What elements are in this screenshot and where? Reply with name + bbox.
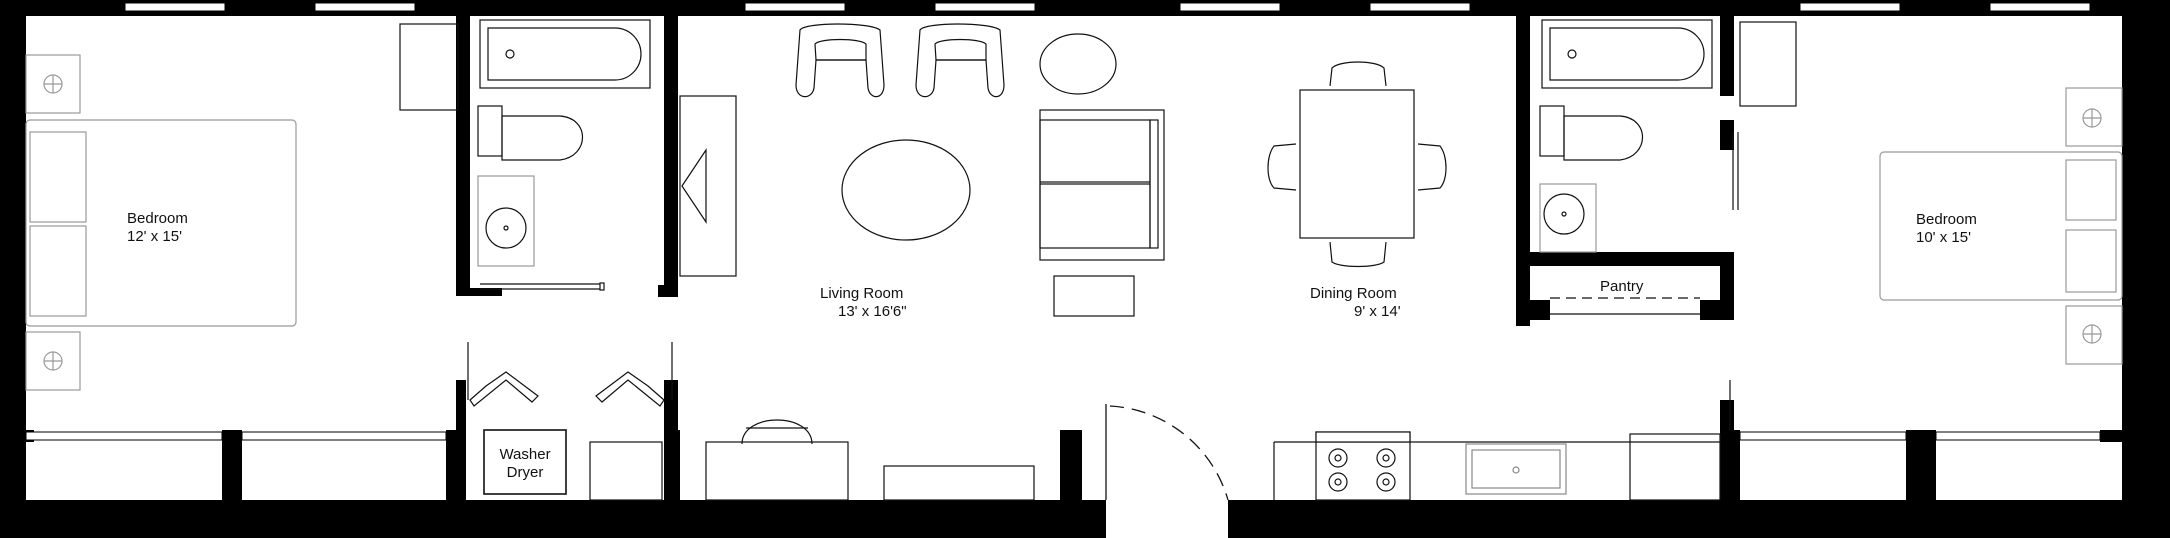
wall-bottom-left	[0, 500, 1106, 538]
ottoman	[1053, 275, 1135, 317]
side-table	[1039, 33, 1117, 95]
living-room-label: Living Room 13' x 16'6"	[820, 285, 960, 321]
dresser-right	[1739, 21, 1797, 107]
room-size: 13' x 16'6"	[838, 303, 907, 320]
bedroom-right-label: Bedroom 10' x 15'	[1916, 211, 1977, 247]
dining-room-label: Dining Room 9' x 14'	[1310, 285, 1401, 321]
desk	[705, 441, 849, 501]
bathtub-left	[479, 19, 651, 89]
wall-left	[0, 0, 26, 538]
left-bedroom-furniture	[25, 54, 297, 391]
room-name: Dining Room	[1310, 285, 1397, 302]
room-size: 12' x 15'	[127, 228, 182, 245]
bench	[883, 465, 1035, 501]
bedroom-left-label: Bedroom 12' x 15'	[127, 210, 188, 246]
wall-top	[0, 0, 2170, 16]
armchair-1	[795, 23, 885, 98]
nightstand-bottom	[25, 331, 81, 391]
room-name: Bedroom	[127, 210, 188, 227]
washer-dryer-box	[483, 429, 567, 495]
kitchen	[1273, 380, 1731, 501]
dresser-left	[399, 23, 459, 111]
appliance-line-2: Dryer	[506, 464, 544, 481]
sofa	[1039, 109, 1165, 261]
windows	[25, 2, 2101, 441]
right-bedroom-furniture	[1879, 87, 2123, 365]
armchair-2	[915, 23, 1005, 98]
appliance-line-1: Washer	[499, 446, 551, 463]
bathtub-right	[1541, 19, 1713, 89]
living-room-furniture	[795, 23, 1165, 317]
sink	[1465, 443, 1567, 495]
fridge	[1629, 433, 1721, 501]
room-size: 10' x 15'	[1916, 229, 1971, 246]
bed-right	[1879, 151, 2123, 301]
room-size: 9' x 14'	[1354, 303, 1401, 320]
right-bath-furniture	[1539, 19, 1797, 315]
pantry-label: Pantry	[1600, 278, 1643, 296]
wall-right	[2122, 0, 2170, 538]
room-name: Living Room	[820, 285, 904, 302]
wall-bottom-right	[1228, 500, 2170, 538]
tv-console	[679, 95, 737, 277]
washer-dryer-label: Washer Dryer	[484, 446, 566, 482]
nightstand-top	[25, 54, 81, 114]
coffee-table	[841, 139, 971, 241]
room-name: Bedroom	[1916, 211, 1977, 228]
dining-furniture	[1267, 61, 1447, 268]
laundry	[467, 342, 673, 501]
bed-left	[25, 119, 297, 327]
room-name: Pantry	[1600, 278, 1644, 295]
dining-table	[1299, 89, 1415, 239]
lower-living-furniture	[705, 419, 1035, 501]
entry-door	[1105, 404, 1229, 501]
